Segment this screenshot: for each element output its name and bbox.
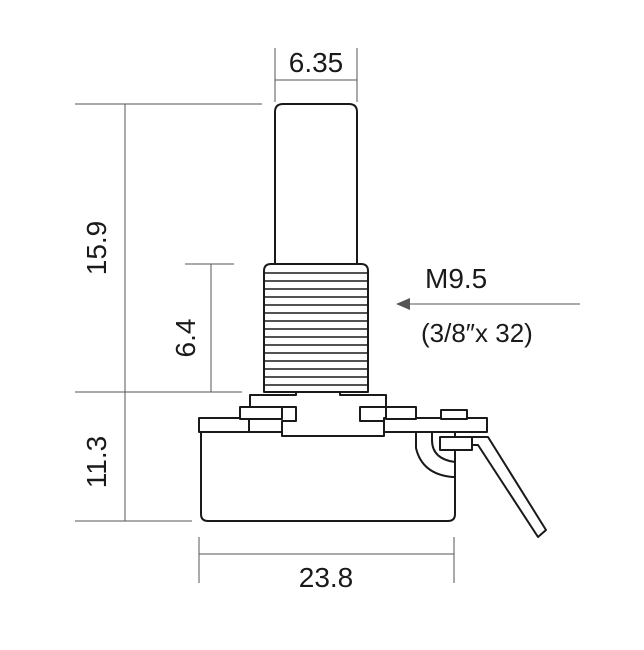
threaded-bushing <box>263 263 369 393</box>
thread-size-label: M9.5 <box>425 263 487 294</box>
dimension-lines <box>75 48 455 583</box>
shaft <box>274 103 358 265</box>
bushing-length-label: 6.4 <box>170 319 201 358</box>
bushing-threads <box>264 272 368 386</box>
mount-tab-left <box>239 406 283 420</box>
mount-plate-right <box>383 417 488 433</box>
potentiometer-body <box>198 103 547 538</box>
solder-lug <box>415 431 456 478</box>
mount-tab-right <box>385 406 417 420</box>
terminal-pin <box>440 409 468 420</box>
mount-plate-left <box>198 417 250 433</box>
body-width-label: 23.8 <box>299 562 354 593</box>
shaft-length-label: 15.9 <box>81 221 112 276</box>
terminal-clip <box>439 436 473 451</box>
thread-callout-arrow <box>396 298 580 310</box>
body-height-label: 11.3 <box>81 436 112 488</box>
case <box>200 431 456 522</box>
shaft-diameter-label: 6.35 <box>289 47 344 78</box>
thread-spec-label: (3/8″x 32) <box>421 318 533 348</box>
terminal-lead <box>469 436 547 538</box>
